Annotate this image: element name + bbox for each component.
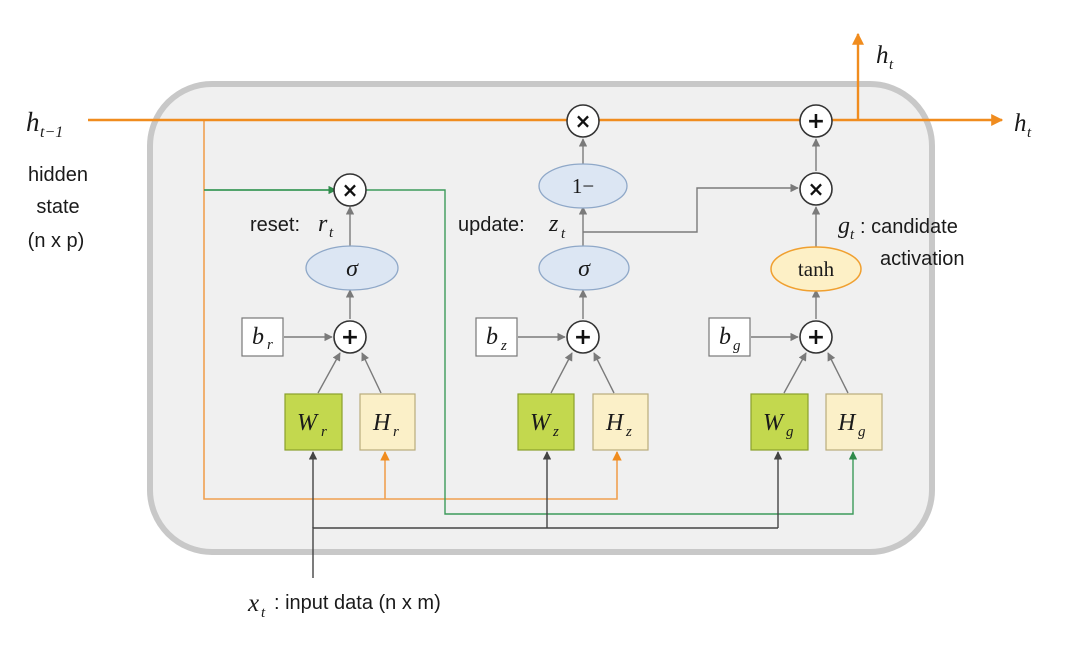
weight-Hr-box: H r — [359, 393, 416, 451]
Hz-to-plus — [593, 352, 615, 394]
bias-bz-box: b z — [475, 317, 518, 357]
weight-Wg-box: W g — [750, 393, 809, 451]
svg-text:t: t — [1027, 125, 1032, 141]
hidden-state-label-line2: state — [36, 196, 79, 218]
Wr-to-plus — [317, 352, 341, 394]
Hg-to-plus — [827, 352, 849, 394]
bias-bg-box: b g — [708, 317, 751, 357]
update-multiply-node: × — [566, 104, 600, 138]
h-out-right-label: h t — [1014, 110, 1032, 141]
svg-text:t: t — [329, 225, 334, 241]
svg-text:t: t — [561, 226, 566, 242]
svg-text:t−1: t−1 — [40, 124, 63, 141]
svg-text:t: t — [261, 605, 266, 621]
svg-text:h: h — [1014, 110, 1027, 137]
input-data-label: x t : input data (n x m) — [247, 590, 441, 621]
svg-text:×: × — [575, 109, 592, 133]
svg-text:H: H — [605, 410, 625, 436]
svg-text:b: b — [252, 324, 264, 350]
update-to-candidate-multiply — [583, 183, 799, 233]
bias-br-box: b r — [241, 317, 284, 357]
svg-text:W: W — [530, 410, 552, 436]
svg-text:h: h — [26, 107, 40, 137]
svg-text:r: r — [267, 337, 273, 353]
svg-text:+: + — [807, 109, 825, 134]
svg-text:z: z — [552, 424, 559, 440]
svg-text:activation: activation — [880, 248, 965, 270]
svg-text:g: g — [786, 424, 794, 440]
svg-text:b: b — [486, 324, 498, 350]
tanh-node: tanh — [770, 246, 862, 292]
reset-add-node: + — [333, 320, 367, 354]
svg-text:t: t — [889, 57, 894, 73]
one-minus-node: 1− — [538, 163, 628, 209]
svg-text:x: x — [247, 590, 259, 617]
svg-text:H: H — [837, 410, 857, 436]
svg-text:×: × — [342, 178, 359, 202]
svg-text:g: g — [858, 424, 866, 440]
Hr-to-plus — [361, 352, 382, 394]
svg-text:r: r — [318, 211, 328, 237]
svg-text:z: z — [625, 424, 632, 440]
svg-text:z: z — [548, 211, 559, 237]
svg-text:σ: σ — [578, 256, 591, 282]
svg-text:t: t — [850, 227, 855, 243]
update-add-node: + — [566, 320, 600, 354]
svg-text:+: + — [574, 325, 592, 350]
hidden-to-H-path — [203, 120, 622, 500]
h-prev-label: h t−1 — [26, 107, 63, 141]
svg-text:z: z — [500, 338, 507, 354]
svg-text:b: b — [719, 324, 731, 350]
svg-text:×: × — [808, 177, 825, 201]
hidden-state-label-line3: (n x p) — [28, 230, 85, 252]
Wz-to-plus — [550, 352, 573, 394]
svg-text:: candidate: : candidate — [860, 216, 958, 238]
svg-text:update:: update: — [458, 214, 525, 236]
svg-text:1−: 1− — [572, 174, 594, 198]
svg-text:+: + — [807, 325, 825, 350]
svg-text:+: + — [341, 325, 359, 350]
reset-gate-label: reset: r t — [250, 211, 334, 241]
svg-text:g: g — [733, 338, 741, 354]
svg-text:W: W — [297, 410, 319, 436]
weight-Wz-box: W z — [517, 393, 575, 451]
Wg-to-plus — [783, 352, 807, 394]
svg-text:: input data (n x m): : input data (n x m) — [274, 592, 441, 614]
sigma-reset-node: σ — [305, 245, 399, 291]
weight-Wr-box: W r — [284, 393, 343, 451]
output-add-node: + — [799, 104, 833, 138]
svg-text:r: r — [393, 424, 399, 440]
svg-text:H: H — [372, 410, 392, 436]
hidden-state-label-line1: hidden — [28, 164, 88, 186]
weight-Hz-box: H z — [592, 393, 649, 451]
svg-text:reset:: reset: — [250, 214, 300, 236]
svg-text:g: g — [838, 213, 850, 239]
reset-multiply-node: × — [333, 173, 367, 207]
svg-text:W: W — [763, 410, 785, 436]
svg-text:σ: σ — [346, 256, 359, 282]
svg-text:tanh: tanh — [798, 257, 835, 281]
sigma-update-node: σ — [538, 245, 630, 291]
weight-Hg-box: H g — [825, 393, 883, 451]
candidate-activation-label: g t : candidate activation — [838, 213, 965, 270]
svg-text:r: r — [321, 424, 327, 440]
candidate-add-node: + — [799, 320, 833, 354]
h-out-top-label: h t — [876, 42, 894, 73]
svg-text:h: h — [876, 42, 889, 69]
candidate-multiply-node: × — [799, 172, 833, 206]
update-gate-label: update: z t — [458, 211, 566, 242]
